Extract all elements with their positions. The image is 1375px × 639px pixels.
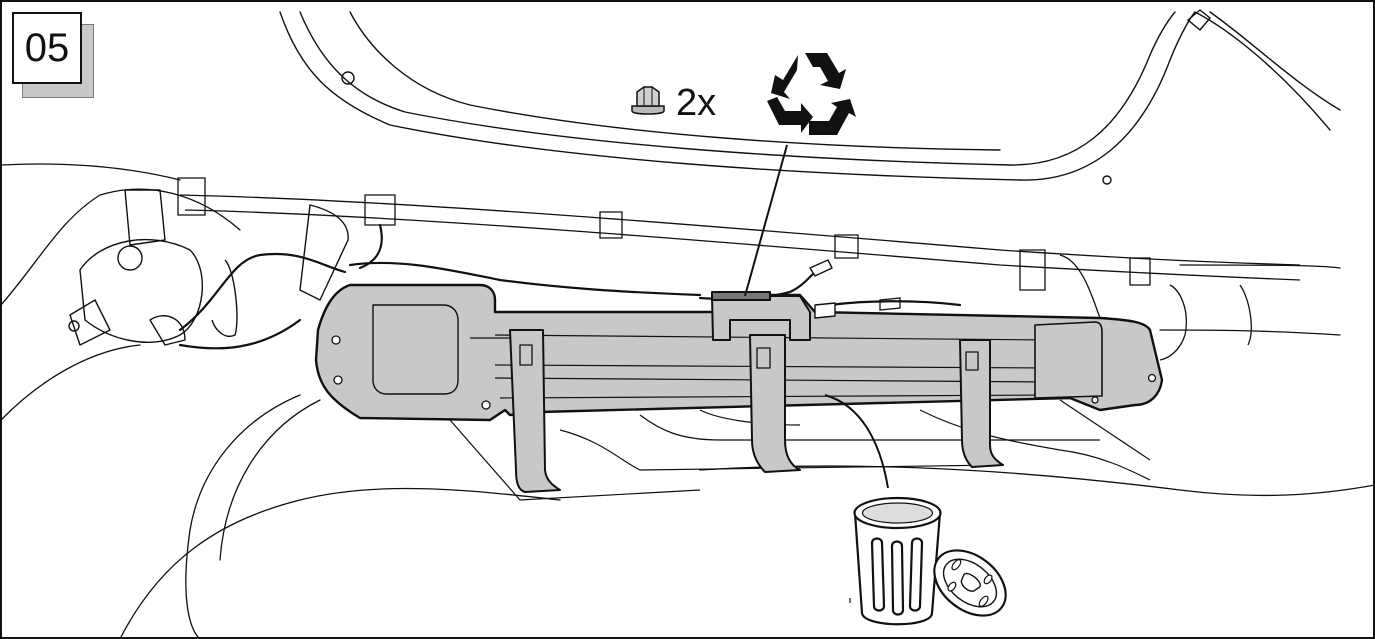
- fastener-quantity-label: 2x: [676, 82, 717, 124]
- left-mount-bracket: [68, 189, 349, 346]
- step-number-badge: 05: [12, 12, 94, 98]
- body-side-lines: [0, 163, 1375, 639]
- step-badge-box: [12, 12, 82, 84]
- callout-leader-lines: [744, 144, 889, 489]
- trash-can-icon: [849, 496, 1007, 626]
- trunk-lid-outline: [279, 9, 1341, 185]
- recycle-icon: [767, 53, 856, 135]
- flange-nut-icon: [631, 86, 665, 115]
- right-body-details: [879, 254, 1252, 361]
- body-rails: [177, 177, 1301, 291]
- wiring-connector-housing: [711, 259, 836, 341]
- step-number: 05: [24, 26, 70, 70]
- trunk-floor-details: [449, 399, 1151, 501]
- beam-hanger-brackets: [509, 329, 1004, 493]
